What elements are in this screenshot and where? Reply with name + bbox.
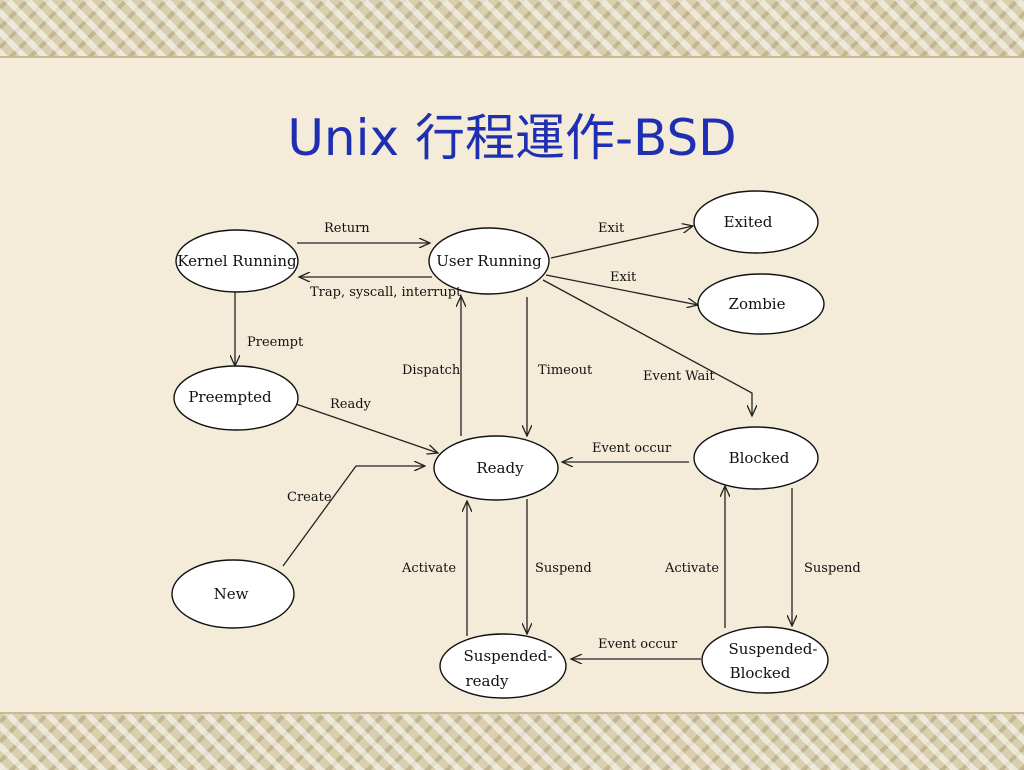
edge-ready (292, 402, 438, 453)
ready-label: Ready (476, 459, 524, 477)
suspended-blocked-label-line2: Blocked (730, 664, 791, 682)
exited-label: Exited (724, 213, 773, 231)
edge-event-wait (542, 279, 752, 416)
zombie-label: Zombie (729, 295, 786, 313)
edge-create (282, 466, 425, 567)
state-blocked (693, 426, 819, 490)
preempted-label: Preempted (188, 388, 272, 406)
suspended-ready-label-line2: ready (465, 672, 509, 690)
blocked-label: Blocked (729, 449, 790, 467)
state-ready (433, 435, 559, 501)
state-new (171, 559, 295, 629)
state-suspended-blocked (701, 626, 829, 694)
edge-label-event-occur-blocked: Event occur (592, 441, 672, 456)
decorative-bottom-border (0, 712, 1024, 770)
edge-label-activate-ready: Activate (401, 561, 456, 576)
edge-label-dispatch: Dispatch (402, 363, 461, 378)
new-label: New (214, 585, 249, 603)
edge-label-exit-exited: Exit (598, 221, 625, 236)
decorative-top-border (0, 0, 1024, 58)
edge-label-timeout: Timeout (538, 363, 593, 378)
edge-exit-zombie (545, 274, 698, 305)
state-kernel-running (175, 229, 299, 293)
suspended-ready-label-line1: Suspended- (464, 647, 553, 665)
state-user-running (428, 227, 550, 295)
edge-exit-exited (550, 226, 693, 259)
suspended-blocked-label-line1: Suspended- (729, 640, 818, 658)
state-suspended-ready (439, 633, 567, 699)
edge-label-suspend-ready: Suspend (535, 561, 592, 576)
edge-label-suspend-blocked: Suspend (804, 561, 861, 576)
edge-label-trap: Trap, syscall, interrupt (310, 285, 462, 300)
state-exited (693, 190, 819, 254)
user-running-label: User Running (436, 252, 542, 270)
edge-label-event-occur-suspended: Event occur (598, 637, 678, 652)
edge-label-exit-zombie: Exit (610, 270, 637, 285)
edge-label-preempt: Preempt (247, 335, 304, 350)
kernel-running-label: Kernel Running (177, 252, 297, 270)
slide-title: Unix 行程運作-BSD (287, 109, 737, 167)
edge-label-return: Return (324, 221, 370, 236)
edge-label-activate-blocked: Activate (664, 561, 719, 576)
edge-label-create: Create (287, 490, 332, 505)
edge-label-event-wait: Event Wait (643, 369, 715, 384)
state-zombie (697, 273, 825, 335)
state-preempted (173, 365, 299, 431)
edge-label-ready: Ready (330, 397, 372, 412)
